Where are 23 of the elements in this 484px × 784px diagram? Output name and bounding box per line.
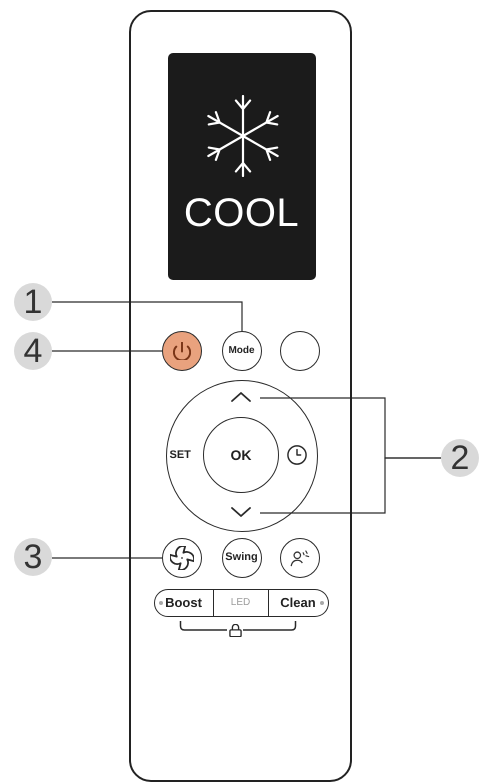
fan-button [162, 538, 202, 578]
leader-line [52, 350, 162, 352]
round-button [280, 330, 320, 370]
set-label: SET [170, 448, 191, 462]
ok-button: OK [203, 417, 279, 493]
callout-number: 1 [14, 283, 52, 321]
mode-button: Mode [222, 330, 262, 370]
remote-control-body [129, 10, 352, 782]
direction-ring [166, 380, 318, 532]
segment-button: Boost [154, 588, 214, 616]
leader-line [260, 457, 441, 514]
callout-number: 2 [441, 439, 479, 477]
callout-number: 4 [14, 332, 52, 370]
power-button [162, 330, 202, 370]
leader-line [52, 301, 243, 331]
mode-text: COOL [182, 190, 300, 234]
leader-line [52, 557, 162, 559]
segment-button: LED [214, 588, 268, 616]
display-screen [168, 52, 316, 280]
round-button [280, 538, 320, 578]
callout-number: 3 [14, 538, 52, 576]
segment-button: Clean [268, 588, 328, 616]
swing-button: Swing [222, 538, 262, 578]
